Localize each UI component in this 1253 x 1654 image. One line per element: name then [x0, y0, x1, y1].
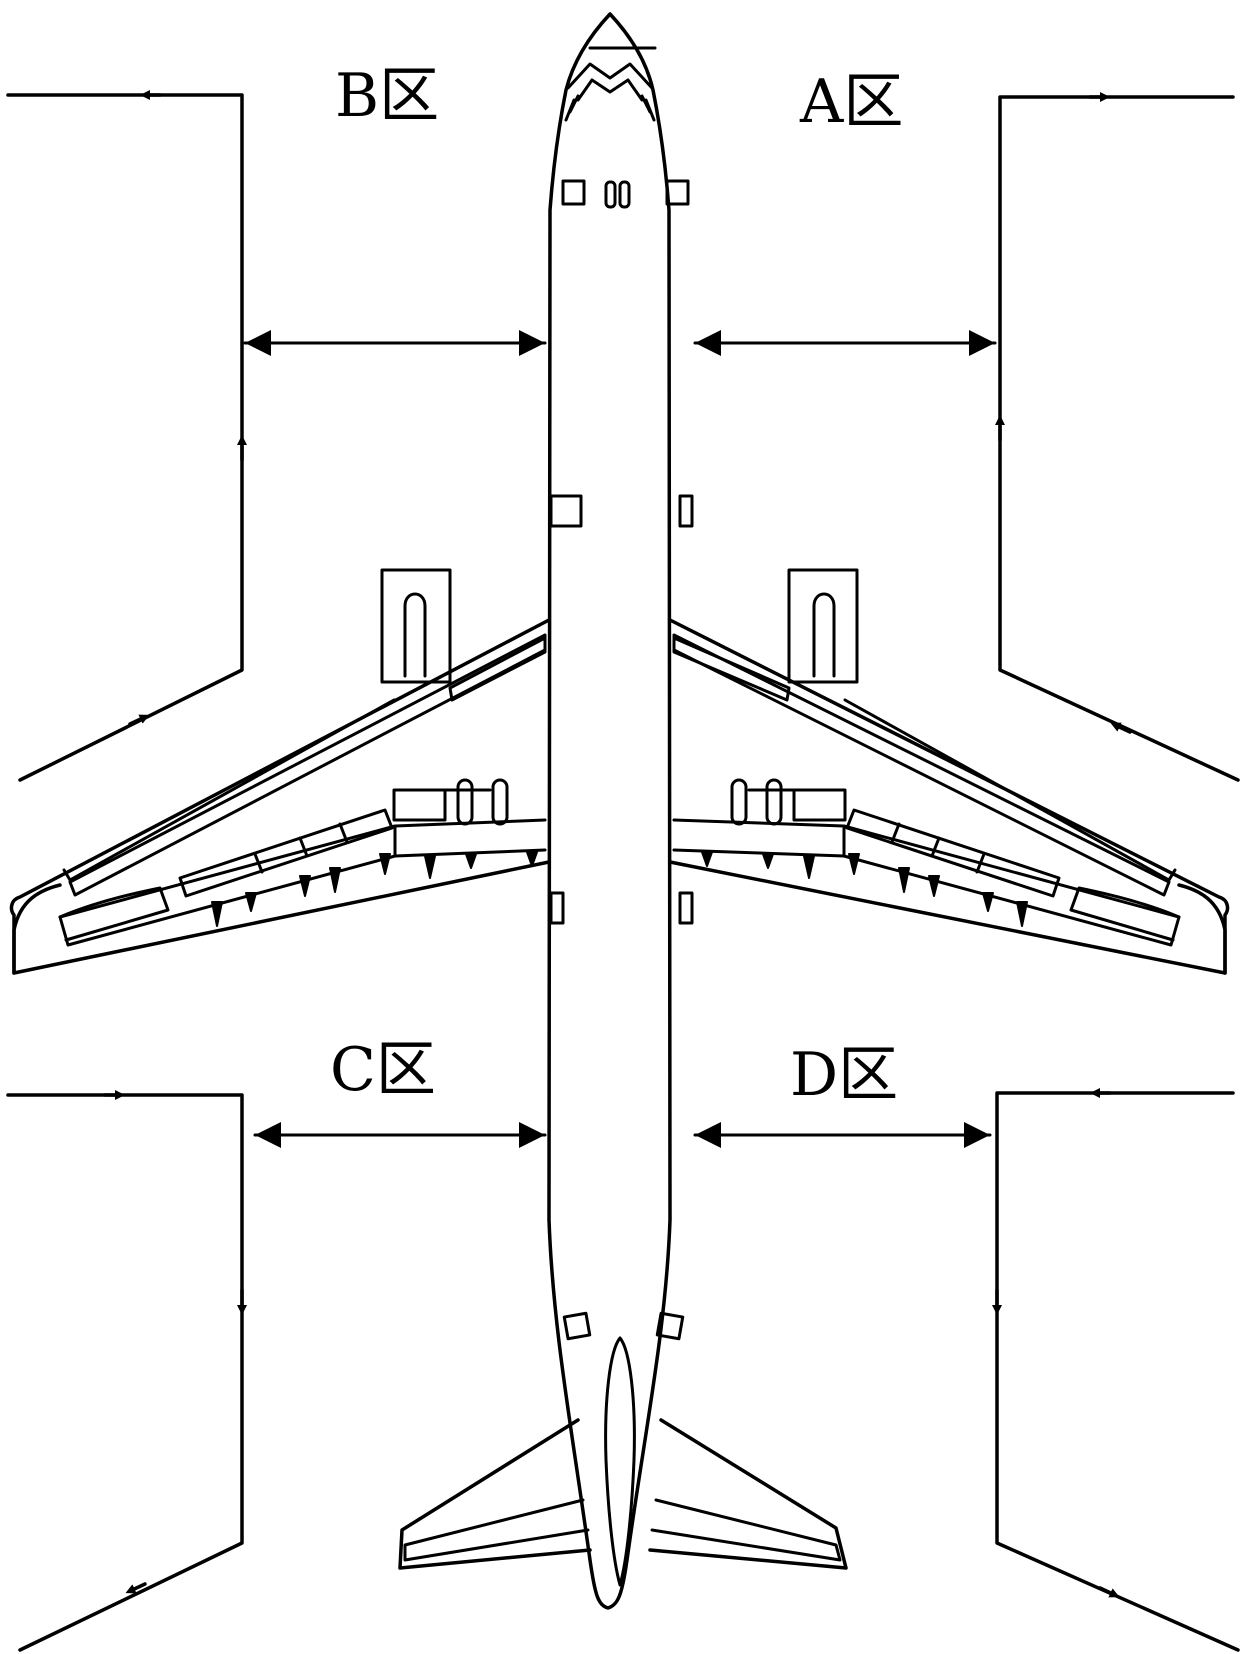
zone-b-path: [6, 90, 247, 782]
fuselage: [547, 12, 672, 1610]
zone-c-path: [6, 1090, 247, 1652]
right-wing: [668, 568, 1230, 975]
left-stabilizer: [398, 1418, 592, 1570]
zone-a-path: [995, 92, 1240, 782]
left-engine: [380, 568, 452, 684]
cockpit: [561, 46, 690, 209]
right-flap-tracks: [701, 851, 1028, 927]
dimension-arrows: [243, 330, 997, 1148]
aircraft: [9, 12, 1230, 1610]
zone-label-a: A区: [800, 67, 904, 137]
zone-d-path: [992, 1088, 1240, 1652]
zone-label-c: C区: [330, 1035, 436, 1105]
right-stabilizer: [648, 1418, 848, 1570]
zone-label-d: D区: [790, 1040, 899, 1110]
right-engine: [787, 568, 859, 684]
left-wing: [9, 568, 551, 975]
zone-label-b: B区: [335, 61, 440, 131]
doors: [549, 494, 694, 1341]
tail-cone: [604, 1336, 636, 1587]
left-flap-tracks: [211, 851, 538, 927]
